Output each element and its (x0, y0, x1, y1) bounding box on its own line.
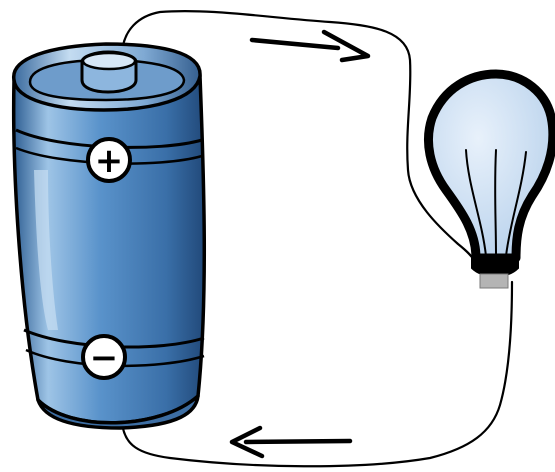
battery-bottom-rim (36, 394, 200, 430)
arrow-right-icon (249, 29, 371, 63)
light-bulb (424, 69, 555, 289)
bulb-tip (479, 273, 509, 289)
positive-symbol-text: + (95, 141, 124, 181)
wires (120, 9, 514, 468)
positive-terminal-symbol: + (86, 137, 132, 183)
negative-terminal-symbol: − (81, 334, 127, 380)
bulb-glass (424, 69, 555, 263)
bottom-wire (120, 280, 514, 468)
current-flow-arrows (229, 29, 371, 459)
bulb-filament (465, 149, 527, 257)
negative-symbol-text: − (90, 338, 119, 378)
battery-highlight (34, 170, 58, 330)
arrow-left-icon (229, 425, 353, 459)
top-wire (120, 9, 478, 266)
bulb-base (471, 255, 519, 278)
battery (11, 42, 207, 430)
